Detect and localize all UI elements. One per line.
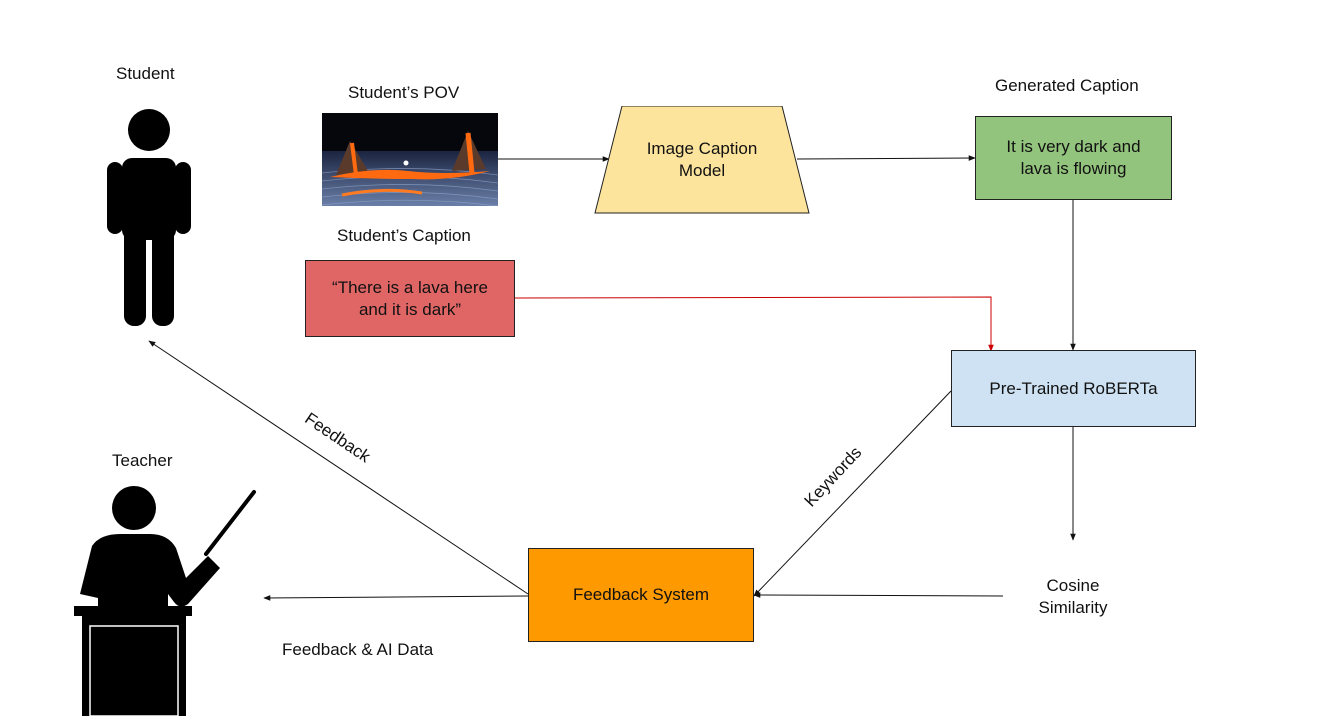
feedback-ai-data-label: Feedback & AI Data: [282, 640, 434, 659]
generated-caption-line2: lava is flowing: [1020, 159, 1127, 178]
cosine-similarity-label: Cosine Similarity: [1033, 575, 1113, 619]
teacher-label: Teacher: [112, 451, 173, 470]
student-caption-line1: “There is a lava here: [332, 277, 488, 297]
generated-caption-line1: It is very dark and: [1006, 137, 1141, 156]
student-silhouette-icon: [107, 109, 191, 326]
image-caption-model-line2: Model: [678, 161, 726, 180]
feedback-system-label: Feedback System: [572, 585, 710, 604]
image-caption-model-line1: Image Caption: [646, 139, 758, 158]
generated-caption-label: Generated Caption: [995, 76, 1139, 95]
cosine-similarity-line2: Similarity: [1038, 598, 1108, 617]
arrow-feedback-system-to-teacher: [263, 595, 529, 601]
roberta-label: Pre-Trained RoBERTa: [989, 378, 1158, 398]
teacher-silhouette-icon: [74, 486, 256, 716]
generated-caption-box: It is very dark and lava is flowing: [975, 116, 1172, 200]
image-caption-model-node: Image Caption Model: [594, 106, 810, 214]
arrow-feedback-system-to-student: [148, 340, 529, 595]
students-pov-label: Student’s POV: [348, 83, 460, 102]
students-caption-label: Student’s Caption: [337, 226, 471, 245]
arrow-model-to-generated-caption: [796, 155, 976, 161]
arrow-cosine-to-feedback-system: [753, 592, 1004, 598]
student-caption-box: “There is a lava here and it is dark”: [305, 260, 515, 337]
roberta-box: Pre-Trained RoBERTa: [951, 350, 1196, 427]
arrow-roberta-to-feedback-system: [753, 390, 952, 597]
arrow-student-caption-to-roberta: [514, 296, 994, 352]
student-caption-line2: and it is dark”: [358, 299, 462, 319]
image-caption-model-shape: [594, 106, 810, 214]
feedback-system-box: Feedback System: [528, 548, 754, 642]
lava-scene-thumbnail: [322, 113, 498, 206]
cosine-similarity-line1: Cosine: [1046, 576, 1100, 595]
student-label: Student: [116, 64, 175, 83]
